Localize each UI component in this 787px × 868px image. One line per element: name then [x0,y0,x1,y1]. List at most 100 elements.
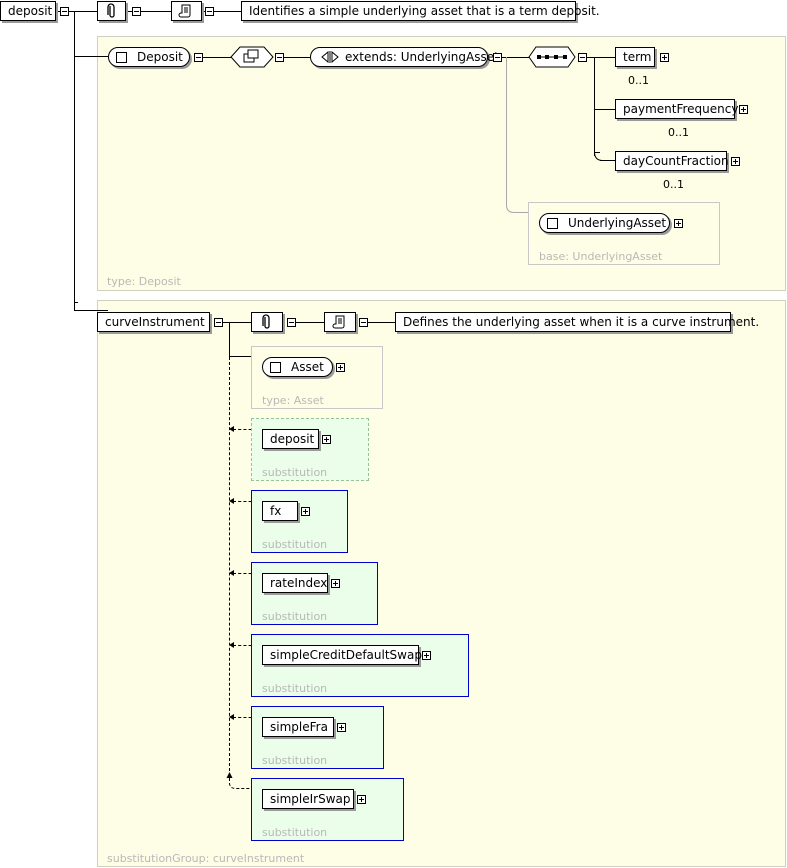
substitution-element-deposit[interactable]: deposit [262,429,319,449]
connector [202,11,205,12]
complex-type-asset[interactable]: Asset [262,357,333,377]
occurrence-label: 0..1 [663,178,684,191]
connector [67,11,97,12]
substitution-link [226,772,262,789]
substitution-label: substitution [262,826,328,839]
scroll-icon [178,4,191,18]
sequence-icon[interactable] [528,46,576,68]
substitution-element-simple-fra[interactable]: simpleFra [262,717,334,737]
substitution-element-rate-index[interactable]: rateIndex [262,573,328,593]
arrow-icon [229,570,234,576]
expand-icon[interactable] [322,435,331,444]
expand-icon[interactable] [739,105,748,114]
substitution-card-fx: substitution [251,490,348,553]
connector [594,57,595,152]
collapse-icon[interactable] [275,53,284,62]
paperclip-icon [107,3,115,18]
connector [203,57,231,58]
collapse-icon[interactable] [194,53,203,62]
substitution-element-simple-ir-swap[interactable]: simpleIrSwap [262,789,354,809]
element-payment-frequency[interactable]: paymentFrequency [615,99,738,119]
connector-curve [506,57,541,213]
base-type-region: base: UnderlyingAsset [528,202,720,265]
collapse-icon[interactable] [287,318,296,327]
substitution-link [233,501,262,502]
arrow-icon [229,642,234,648]
complex-type-name: Deposit [137,50,183,64]
documentation-text: Identifies a simple underlying asset tha… [241,1,600,21]
connector [594,152,600,153]
annotation-node[interactable] [97,1,126,21]
extends-label: extends: UnderlyingAsset [345,50,499,64]
collapse-icon[interactable] [132,7,141,16]
connector [74,56,108,57]
arrow-icon [229,426,234,432]
asset-type-region: type: Asset [251,346,383,409]
asset-type-name: Asset [291,360,324,374]
connector [502,57,529,58]
collapse-icon[interactable] [493,53,502,62]
substitution-label: substitution [262,754,328,767]
extends-underlying-asset[interactable]: extends: UnderlyingAsset [310,47,499,67]
base-type-name: UnderlyingAsset [568,216,667,230]
substitution-label: substitution [262,682,328,695]
base-label: base: UnderlyingAsset [539,250,663,263]
substitution-card-simple-credit-default-swap: substitution [251,634,469,697]
complex-type-underlying-asset[interactable]: UnderlyingAsset [539,213,670,233]
collapse-icon[interactable] [578,53,587,62]
connector [74,310,108,311]
all-group-icon[interactable] [230,46,274,68]
connector [594,109,615,110]
substitution-group-label: substitutionGroup: curveInstrument [107,852,305,865]
documentation-node[interactable] [324,312,356,332]
connector [74,11,75,56]
collapse-icon[interactable] [214,318,223,327]
extension-icon [321,50,339,64]
element-curve-instrument[interactable]: curveInstrument [97,312,210,332]
connector [229,356,262,357]
expand-icon[interactable] [357,795,366,804]
complex-type-icon [547,218,558,229]
substitution-label: substitution [262,538,328,551]
complex-type-deposit[interactable]: Deposit [108,47,190,67]
expand-icon[interactable] [660,53,669,62]
expand-icon[interactable] [422,651,431,660]
expand-icon[interactable] [301,507,310,516]
substitution-card-simple-fra: substitution [251,706,384,769]
expand-icon[interactable] [674,219,683,228]
collapse-icon[interactable] [60,7,69,16]
scroll-icon [332,315,345,329]
element-day-count-fraction[interactable]: dayCountFraction [615,151,729,171]
substitution-card-deposit: substitution [251,418,369,481]
substitution-link [233,573,262,574]
documentation-node[interactable] [171,1,202,21]
occurrence-label: 0..1 [668,126,689,139]
substitution-card-simple-ir-swap: substitution [251,778,404,841]
expand-icon[interactable] [337,723,346,732]
complex-type-icon [116,52,127,63]
connector [74,302,78,303]
arrow-icon [229,714,234,720]
connector [296,322,324,323]
connector-curve [594,148,616,161]
expand-icon[interactable] [331,579,340,588]
arrow-icon [229,498,234,504]
connector [210,11,241,12]
expand-icon[interactable] [731,157,740,166]
root-element-deposit[interactable]: deposit [0,1,56,21]
substitution-link [233,717,262,718]
collapse-icon[interactable] [359,318,368,327]
element-term[interactable]: term [615,47,655,67]
expand-icon[interactable] [336,363,345,372]
substitution-label: substitution [262,610,328,623]
collapse-icon[interactable] [205,7,214,16]
connector [126,11,134,12]
substitution-link [233,645,262,646]
asset-type-label: type: Asset [262,394,324,407]
annotation-node[interactable] [251,312,283,332]
complex-type-icon [270,362,281,373]
substitution-element-simple-credit-default-swap[interactable]: simpleCreditDefaultSwap [262,645,422,665]
substitution-link [233,429,262,430]
substitution-element-fx[interactable]: fx [262,501,298,521]
connector [284,57,311,58]
